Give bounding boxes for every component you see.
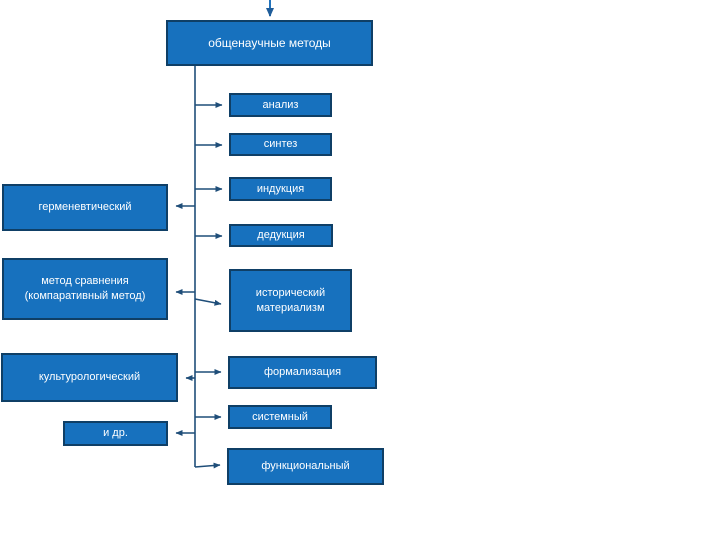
node-systemic: системный <box>228 405 332 429</box>
node-analysis: анализ <box>229 93 332 117</box>
node-general-scientific-methods: общенаучные методы <box>166 20 373 66</box>
node-etc: и др. <box>63 421 168 446</box>
connector-historical-materialism <box>194 298 222 306</box>
node-deduction: дедукция <box>229 224 333 247</box>
node-hermeneutic: герменевтический <box>2 184 168 231</box>
node-synthesis: синтез <box>229 133 332 156</box>
node-functional: функциональный <box>227 448 384 485</box>
node-comparative-method: метод сравнения (компаративный метод) <box>2 258 168 320</box>
node-induction: индукция <box>229 177 332 201</box>
node-formalization: формализация <box>228 356 377 389</box>
connector-functional <box>194 462 221 469</box>
node-culturological: культурологический <box>1 353 178 402</box>
node-historical-materialism: исторический материализм <box>229 269 352 332</box>
